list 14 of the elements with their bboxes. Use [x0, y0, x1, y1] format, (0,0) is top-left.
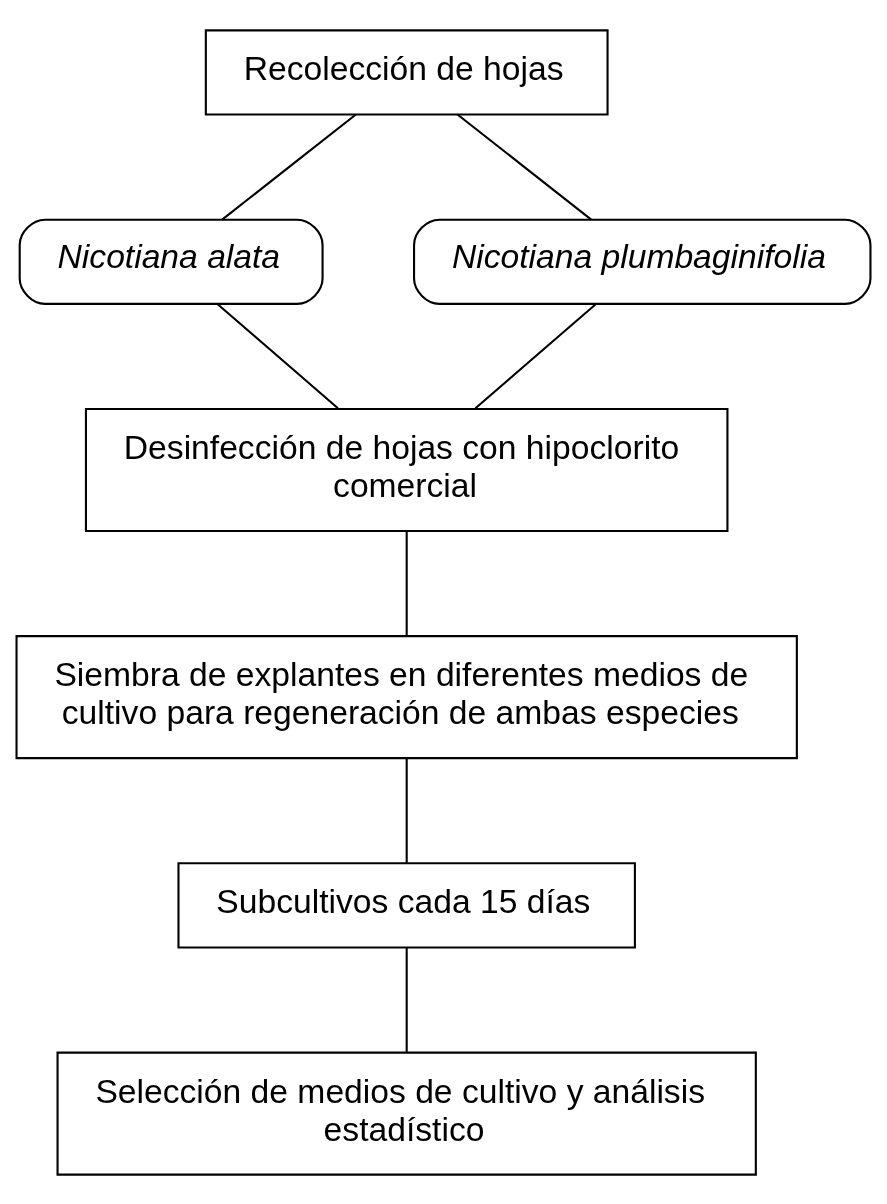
connector	[474, 302, 597, 409]
node-box: Subcultivos cada 15 días	[177, 861, 636, 948]
connector	[405, 947, 408, 1052]
node-box: Siembra de explantes en diferentes medios de cultivo para regeneración de ambas especies	[15, 634, 798, 759]
connector	[405, 757, 408, 863]
node-box: Desinfección de hojas con hipoclorito comercial	[84, 407, 729, 532]
node-box: Selección de medios de cultivo y análisis estadístico	[56, 1051, 757, 1176]
connector	[405, 530, 408, 636]
connector	[457, 113, 592, 220]
connector	[221, 113, 357, 220]
node-box: Recolección de hojas	[204, 28, 609, 116]
node-box: Nicotiana plumbaginifolia	[413, 218, 872, 305]
node-box: Nicotiana alata	[18, 218, 324, 305]
connector	[217, 302, 339, 409]
